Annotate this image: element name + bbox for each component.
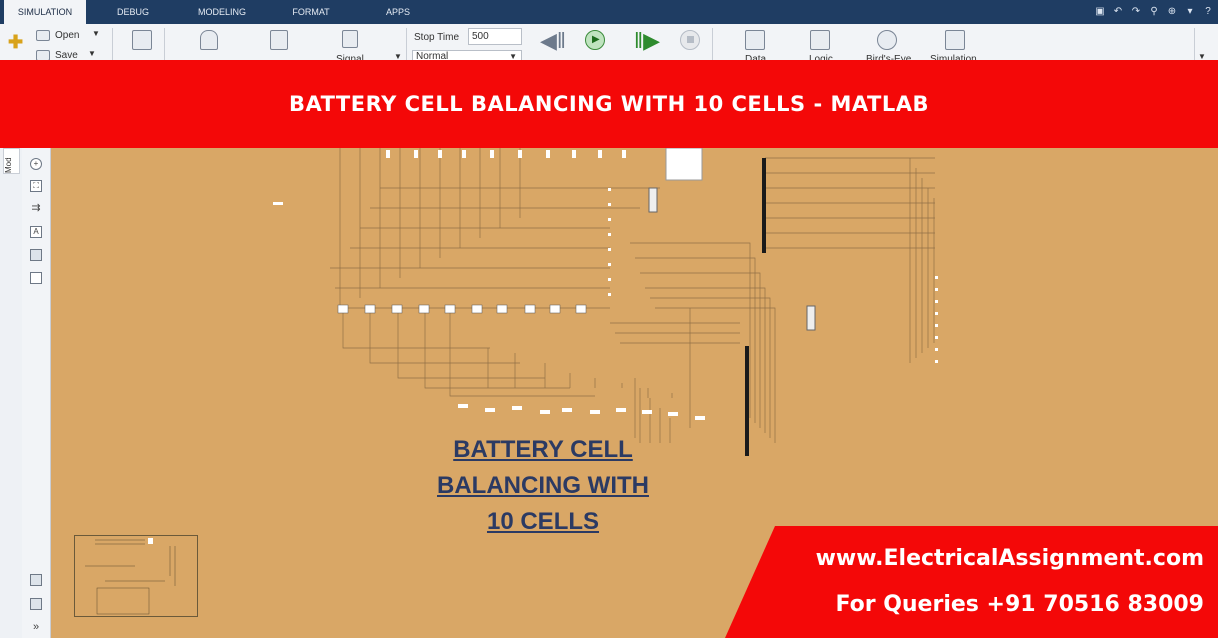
cell-blocks-row [337,304,587,314]
top-blocks-row [386,150,626,158]
zoom-icon[interactable]: ⊕ [1167,6,1177,17]
play-icon: ▶ [592,34,600,45]
output-ports-column [608,188,938,363]
expand-icon[interactable]: » [32,621,40,633]
fit-to-view-icon[interactable]: ⛶ [30,180,42,192]
signal-lines-icon[interactable] [200,30,218,50]
search-icon[interactable]: ⚲ [1150,6,1158,17]
toolstrip-ribbon: ✚ Open ▼ Save ▼ Signal ▼ Stop Time 500 N… [0,24,1218,65]
video-title-banner: BATTERY CELL BALANCING WITH 10 CELLS - M… [0,60,1218,148]
promo-queries: For Queries +91 70516 83009 [835,592,1204,617]
signal-table-icon[interactable] [342,30,358,48]
ribbon-collapse-icon[interactable]: ▼ [1198,52,1206,61]
canvas-overview-minimap[interactable] [74,535,198,617]
switch-blocks-row [458,404,705,420]
redo-icon[interactable]: ↷ [1131,6,1141,17]
folder-icon [36,30,50,41]
simulink-block-diagram [273,148,938,456]
block-diagram-palette: + ⛶ ⇉ A » [22,148,51,638]
save-dropdown-icon[interactable]: ▼ [88,49,96,58]
save-icon[interactable]: ▣ [1095,6,1105,17]
image-icon[interactable] [30,249,42,261]
quick-access-toolbar: ▣ ↶ ↷ ⚲ ⊕ ▾ ? [1094,3,1214,21]
simulation-manager-icon[interactable] [945,30,965,50]
help-icon[interactable]: ? [1205,6,1211,17]
data-inspector-button[interactable]: Data [745,54,766,65]
signal-lines [330,148,935,443]
constant-block[interactable] [273,202,283,205]
prepare-dropdown-icon[interactable]: ▼ [394,52,402,61]
model-canvas[interactable] [50,148,1218,638]
library-browser-icon[interactable] [132,30,152,50]
camera-icon[interactable] [30,574,42,586]
canvas-title-annotation: BATTERY CELL BALANCING WITH 10 CELLS [400,432,686,540]
stop-icon [687,36,694,43]
undo-icon[interactable]: ↶ [1113,6,1123,17]
open-button[interactable]: Open [55,30,80,41]
simulation-manager-button[interactable]: Simulation [930,54,977,65]
mux-bar-top [762,158,766,253]
logic-analyzer-icon[interactable] [810,30,830,50]
stop-time-label: Stop Time [414,32,460,43]
mux-bar-bottom [745,346,749,456]
run-button[interactable]: ▶ [585,30,605,50]
arrow-icon[interactable]: ⇉ [31,202,41,214]
birds-eye-scope-icon[interactable] [877,30,897,50]
display-block-2[interactable] [806,305,816,331]
tab-simulation[interactable]: SIMULATION [4,0,86,24]
title-line-3: 10 CELLS [486,508,600,535]
property-inspector-icon[interactable] [30,598,42,610]
title-line-1: BATTERY CELL [453,436,633,463]
stop-button[interactable] [680,30,700,50]
model-browser-tab[interactable]: Mod [3,148,20,174]
bus-bars [745,158,766,456]
step-back-icon[interactable]: ◀‖ [540,28,567,53]
banner-title: BATTERY CELL BALANCING WITH 10 CELLS - M… [289,92,929,116]
scope-block[interactable] [665,148,703,181]
open-dropdown-icon[interactable]: ▼ [92,29,100,38]
model-browser-strip [0,148,23,638]
tab-debug[interactable]: DEBUG [116,7,149,17]
display-block[interactable] [648,187,658,213]
toolstrip-tab-bar: SIMULATION DEBUG MODELING FORMAT APPS ▣ … [0,0,1218,24]
promo-website: www.ElectricalAssignment.com [815,546,1204,571]
chevron-down-icon[interactable]: ▾ [1187,6,1193,17]
step-forward-icon[interactable]: ‖▶ [634,28,661,53]
annotation-icon[interactable]: A [30,226,42,238]
new-icon[interactable]: ✚ [8,32,24,52]
viewer-icon[interactable] [270,30,288,50]
simulation-mode-value: Normal [416,51,449,62]
minimap-thumbnail [85,538,176,615]
birds-eye-scope-button[interactable]: Bird's-Eye [866,54,911,65]
logic-analyzer-button[interactable]: Logic [809,54,833,65]
data-inspector-icon[interactable] [745,30,765,50]
save-button[interactable]: Save [55,50,78,61]
stop-time-input[interactable]: 500 [468,28,522,45]
area-icon[interactable] [30,272,42,284]
tab-modeling[interactable]: MODELING [197,7,246,17]
tab-format[interactable]: FORMAT [292,7,330,17]
title-line-2: BALANCING WITH [437,472,649,499]
tab-apps[interactable]: APPS [385,7,410,17]
signal-button[interactable]: Signal [336,54,364,65]
zoom-in-icon[interactable]: + [30,158,42,170]
chevron-down-icon: ▼ [509,52,517,61]
